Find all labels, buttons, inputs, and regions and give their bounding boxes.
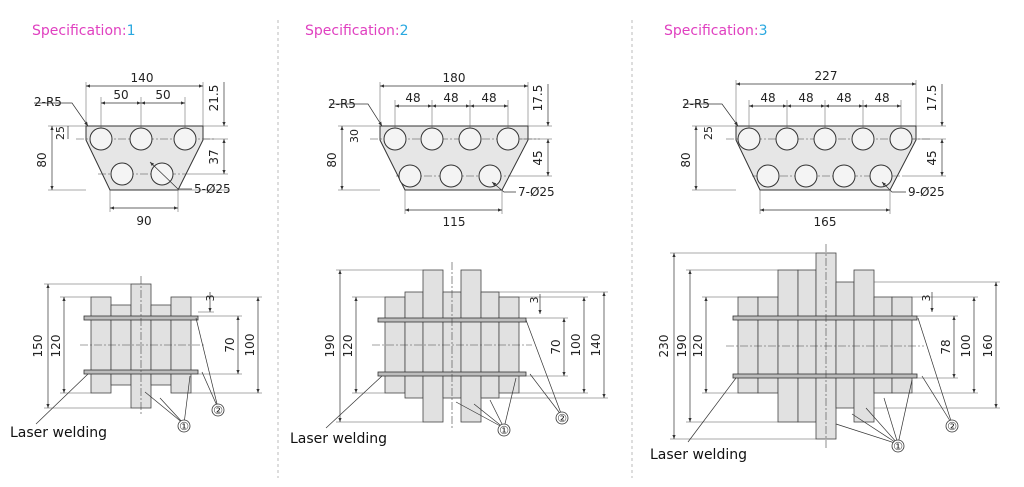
svg-text:17.5: 17.5 — [531, 85, 545, 112]
svg-text:80: 80 — [325, 152, 339, 167]
svg-text:48: 48 — [405, 91, 420, 105]
svg-text:7-Ø25: 7-Ø25 — [518, 185, 555, 199]
svg-text:48: 48 — [481, 91, 496, 105]
svg-text:227: 227 — [815, 69, 838, 83]
svg-text:3: 3 — [920, 295, 933, 302]
svg-text:17.5: 17.5 — [925, 85, 939, 112]
spec-3-side-view: 230 190 120 3 78 100 160 ① ② Laser weldi… — [650, 244, 1000, 463]
svg-text:100: 100 — [569, 334, 583, 357]
svg-text:80: 80 — [679, 152, 693, 167]
svg-text:50: 50 — [113, 88, 128, 102]
spec-3-title: Specification:3 — [664, 23, 768, 39]
spec-2-title: Specification:2 — [305, 23, 409, 39]
svg-text:48: 48 — [798, 91, 813, 105]
svg-text:180: 180 — [443, 71, 466, 85]
svg-text:2-R5: 2-R5 — [328, 97, 356, 111]
svg-text:100: 100 — [959, 335, 973, 358]
svg-text:48: 48 — [760, 91, 775, 105]
svg-text:21.5: 21.5 — [207, 85, 221, 112]
svg-text:①: ① — [499, 424, 509, 437]
svg-text:3: 3 — [528, 297, 541, 304]
svg-text:140: 140 — [589, 334, 603, 357]
svg-text:5-Ø25: 5-Ø25 — [194, 182, 231, 196]
svg-text:90: 90 — [136, 214, 151, 228]
svg-text:70: 70 — [223, 337, 237, 352]
spec-1-side-view: 150 120 3 70 100 ① ② Laser welding — [10, 276, 262, 441]
svg-text:2-R5: 2-R5 — [34, 95, 62, 109]
svg-text:37: 37 — [207, 149, 221, 164]
svg-text:140: 140 — [131, 71, 154, 85]
svg-text:30: 30 — [348, 129, 361, 143]
svg-text:100: 100 — [243, 334, 257, 357]
svg-text:78: 78 — [939, 339, 953, 354]
svg-text:115: 115 — [443, 215, 466, 229]
svg-text:80: 80 — [35, 152, 49, 167]
spec-2-top-view: 180 48 48 48 2-R5 115 7-Ø25 80 30 17.5 4… — [325, 71, 555, 229]
spec-2-side-view: 190 120 3 70 100 140 ① ② Laser welding — [290, 262, 608, 447]
svg-text:120: 120 — [691, 335, 705, 358]
svg-text:165: 165 — [814, 215, 837, 229]
svg-text:50: 50 — [155, 88, 170, 102]
svg-text:190: 190 — [675, 335, 689, 358]
svg-text:48: 48 — [874, 91, 889, 105]
svg-text:70: 70 — [549, 339, 563, 354]
spec-3-top-view: 227 48 48 48 48 2-R5 165 9-Ø25 80 25 17.… — [679, 69, 946, 229]
svg-text:120: 120 — [49, 335, 63, 358]
svg-text:25: 25 — [54, 126, 67, 140]
svg-text:48: 48 — [443, 91, 458, 105]
svg-text:①: ① — [893, 440, 903, 453]
svg-text:Laser welding: Laser welding — [650, 447, 747, 463]
svg-text:45: 45 — [925, 150, 939, 165]
svg-text:48: 48 — [836, 91, 851, 105]
svg-text:Laser welding: Laser welding — [290, 431, 387, 447]
svg-text:②: ② — [213, 404, 223, 417]
svg-text:②: ② — [557, 412, 567, 425]
svg-text:150: 150 — [31, 335, 45, 358]
svg-text:①: ① — [179, 420, 189, 433]
svg-text:9-Ø25: 9-Ø25 — [908, 185, 945, 199]
svg-text:2-R5: 2-R5 — [682, 97, 710, 111]
svg-text:230: 230 — [657, 335, 671, 358]
spec-1-title: Specification:1 — [32, 23, 136, 39]
svg-text:120: 120 — [341, 335, 355, 358]
svg-text:Laser welding: Laser welding — [10, 425, 107, 441]
svg-text:160: 160 — [981, 335, 995, 358]
svg-text:②: ② — [947, 420, 957, 433]
spec-1-top-view: 140 50 50 2-R5 90 5-Ø25 80 25 21.5 37 — [34, 71, 231, 228]
svg-text:190: 190 — [323, 335, 337, 358]
svg-text:3: 3 — [204, 295, 217, 302]
svg-text:25: 25 — [702, 126, 715, 140]
svg-text:45: 45 — [531, 150, 545, 165]
